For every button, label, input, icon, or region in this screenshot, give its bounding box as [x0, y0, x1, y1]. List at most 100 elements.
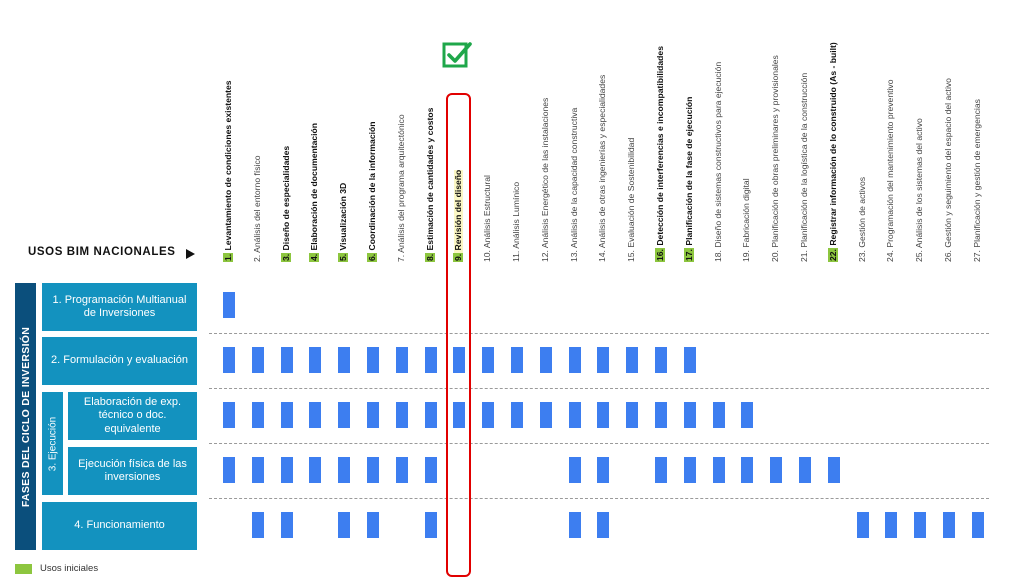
use-number: 27.: [971, 250, 982, 262]
use-label-24: 24. Programación del mantenimiento preve…: [885, 80, 895, 263]
use-name: Estimación de cantidades y costos: [424, 107, 435, 251]
use-cell: [655, 347, 667, 373]
use-cell: [367, 512, 379, 538]
use-name: Planificación de obras preliminares y pr…: [770, 55, 781, 248]
use-name: Análisis del entorno físico: [251, 155, 262, 253]
use-label-text: 2. Análisis del entorno físico: [251, 155, 262, 262]
row-separator: [209, 333, 989, 334]
use-cell: [683, 402, 696, 428]
use-cell: [251, 347, 264, 373]
use-number: 7.: [395, 254, 406, 262]
use-cell: [309, 402, 322, 428]
use-label-text: 7. Análisis del programa arquitectónico: [395, 114, 406, 262]
use-cell: [251, 457, 264, 483]
use-number: 6.: [367, 252, 377, 262]
use-cell: [367, 347, 379, 373]
use-name: Elaboración de documentación: [309, 122, 320, 251]
phase-box-formulacion: 2. Formulación y evaluación: [42, 337, 197, 385]
use-number: 8.: [424, 252, 435, 262]
use-label-text: 24. Programación del mantenimiento preve…: [885, 80, 895, 263]
check-square-icon: [442, 42, 472, 68]
use-cell: [251, 512, 264, 538]
use-label-text: 3. Diseño de especialidades: [280, 146, 291, 262]
use-label-text: 4. Elaboración de documentación: [309, 122, 320, 262]
use-cell: [424, 457, 437, 483]
use-cell: [597, 512, 610, 538]
use-label-text: 8. Estimación de cantidades y costos: [424, 107, 435, 262]
use-cell: [683, 347, 696, 373]
use-cell: [568, 512, 581, 538]
use-name: Planificación y gestión de emergencias: [971, 99, 982, 248]
use-cell: [712, 402, 725, 428]
legend-label: Usos iniciales: [40, 563, 99, 574]
use-name: Fabricación digital: [741, 178, 752, 248]
use-cell: [338, 512, 351, 538]
use-label-6: 6. Coordinación de la información: [367, 122, 377, 263]
use-label-text: 16. Detección de interferencias e incomp…: [655, 46, 665, 262]
use-number: 3.: [280, 252, 291, 262]
use-cell: [309, 347, 322, 373]
use-cell: [799, 457, 811, 483]
use-name: Visualización 3D: [338, 182, 349, 251]
phase-box-programacion: 1. Programación Multianual de Inversione…: [42, 283, 197, 331]
use-cell: [856, 512, 869, 538]
use-cell: [453, 402, 466, 428]
use-cell: [827, 457, 840, 483]
ejecucion-bar: 3. Ejecución: [42, 392, 63, 495]
use-label-4: 4. Elaboración de documentación: [309, 123, 320, 263]
use-label-10: 10. Análisis Estructural: [482, 175, 492, 263]
use-label-text: 27. Planificación y gestión de emergenci…: [971, 99, 982, 262]
use-cell: [683, 457, 696, 483]
use-name: Levantamiento de condiciones existentes: [223, 80, 233, 251]
use-number: 23.: [856, 250, 867, 262]
use-cell: [511, 347, 523, 373]
use-label-27: 27. Planificación y gestión de emergenci…: [972, 99, 982, 263]
use-label-text: 26. Gestión y seguimiento del espacio de…: [943, 78, 953, 262]
use-cell: [280, 457, 293, 483]
use-label-15: 15. Evaluación de Sostenibilidad: [626, 138, 636, 263]
use-name: Análisis del programa arquitectónico: [395, 114, 406, 253]
use-name: Diseño de sistemas constructivos para ej…: [712, 61, 723, 248]
use-label-text: 5. Visualización 3D: [338, 182, 349, 262]
use-label-16: 16. Detección de interferencias e incomp…: [655, 46, 665, 263]
use-cell: [712, 457, 725, 483]
use-label-text: 11. Análisis Lumínico: [511, 181, 521, 262]
selected-use-highlight: [446, 93, 471, 577]
use-number: 21.: [799, 250, 809, 262]
phase-cycle-bar: FASES DEL CICLO DE INVERSIÓN: [15, 283, 36, 550]
use-number: 18.: [712, 250, 723, 262]
use-label-text: 18. Diseño de sistemas constructivos par…: [712, 61, 723, 262]
use-number: 4.: [309, 252, 320, 262]
use-cell: [424, 402, 437, 428]
use-cell: [655, 402, 667, 428]
use-cell: [539, 402, 552, 428]
use-name: Evaluación de Sostenibilidad: [626, 137, 637, 248]
use-name: Análisis Lumínico: [511, 181, 521, 249]
use-label-2: 2. Análisis del entorno físico: [252, 155, 262, 263]
use-name: Análisis de otras ingenierías y especial…: [597, 74, 608, 249]
use-name: Análisis de los sistemas del activo: [914, 118, 925, 249]
use-label-1: 1. Levantamiento de condiciones existent…: [223, 80, 233, 263]
use-label-text: 17. Planificación de la fase de ejecució…: [683, 97, 694, 262]
use-cell: [338, 402, 351, 428]
phase-box-expediente: Elaboración de exp. técnico o doc. equiv…: [68, 392, 197, 440]
use-label-text: 22. Registrar información de lo construi…: [827, 42, 838, 262]
row-separator: [209, 443, 989, 444]
use-name: Análisis Estructural: [482, 175, 493, 249]
use-label-text: 15. Evaluación de Sostenibilidad: [626, 137, 637, 262]
use-number: 12.: [539, 250, 550, 262]
use-number: 2.: [251, 254, 262, 262]
use-cell: [885, 512, 898, 538]
phase-box-funcionamiento: 4. Funcionamiento: [42, 502, 197, 550]
use-name: Gestión de activos: [856, 176, 867, 248]
use-label-text: 12. Análisis Energético de las instalaci…: [539, 98, 550, 262]
use-name: Análisis de la capacidad constructiva: [568, 107, 579, 249]
ejecucion-label: 3. Ejecución: [47, 416, 58, 471]
use-number: 5.: [338, 252, 349, 262]
use-label-18: 18. Diseño de sistemas constructivos par…: [713, 62, 723, 263]
use-label-text: 14. Análisis de otras ingenierías y espe…: [597, 74, 608, 262]
use-number: 17.: [683, 248, 694, 262]
legend-swatch: [15, 564, 32, 574]
use-cell: [914, 512, 927, 538]
use-cell: [568, 402, 581, 428]
